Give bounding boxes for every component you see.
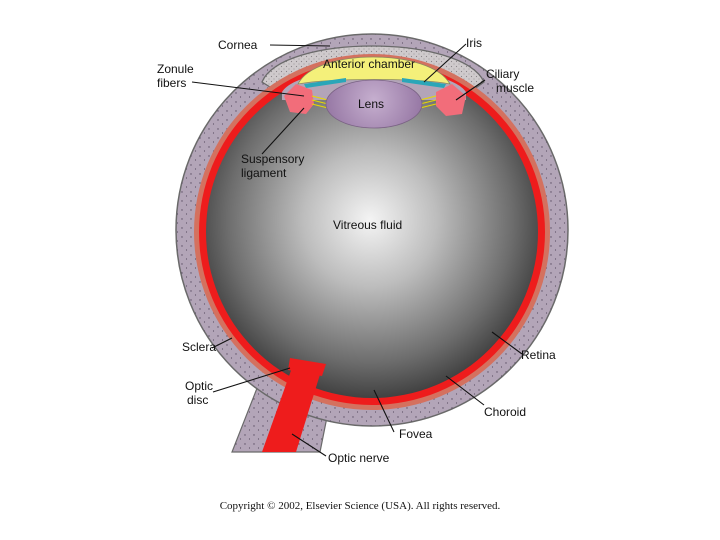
- iris-left: [304, 78, 346, 88]
- ciliary-muscle-left: [284, 84, 314, 114]
- label-ciliary-muscle-line2: muscle: [496, 81, 534, 95]
- label-sclera: Sclera: [182, 340, 216, 354]
- label-anterior-chamber: Anterior chamber: [323, 57, 415, 71]
- label-suspensory-ligament: Suspensory ligament: [241, 152, 308, 180]
- vitreous-body: [206, 66, 538, 398]
- label-zonule-fibers-line2: fibers: [157, 76, 186, 90]
- optic-nerve: [262, 362, 322, 452]
- copyright-notice: Copyright © 2002, Elsevier Science (USA)…: [219, 500, 501, 512]
- label-zonule-fibers-line1: Zonule: [157, 62, 194, 76]
- label-optic-disc: Optic disc: [185, 379, 216, 407]
- label-fovea: Fovea: [399, 427, 433, 441]
- label-suspensory-ligament-line1: Suspensory: [241, 152, 304, 166]
- label-iris: Iris: [466, 36, 482, 50]
- label-retina: Retina: [521, 348, 556, 362]
- iris-right: [402, 78, 446, 88]
- label-ciliary-muscle-line1: Ciliary: [486, 67, 519, 81]
- label-cornea: Cornea: [218, 38, 258, 52]
- label-optic-disc-line1: Optic: [185, 379, 213, 393]
- label-optic-disc-line2: disc: [187, 393, 208, 407]
- label-lens: Lens: [358, 97, 384, 111]
- label-ciliary-muscle: Ciliary muscle: [486, 67, 534, 95]
- ciliary-muscle-right: [436, 84, 466, 116]
- leader-lines: [191, 43, 523, 457]
- label-optic-nerve: Optic nerve: [328, 451, 390, 465]
- label-zonule-fibers: Zonule fibers: [157, 62, 197, 90]
- lens: [325, 79, 423, 129]
- label-vitreous-fluid: Vitreous fluid: [333, 218, 402, 232]
- label-suspensory-ligament-line2: ligament: [241, 166, 287, 180]
- label-choroid: Choroid: [484, 405, 526, 419]
- zonule-fibers: [311, 95, 437, 109]
- optic-disc: [288, 358, 326, 376]
